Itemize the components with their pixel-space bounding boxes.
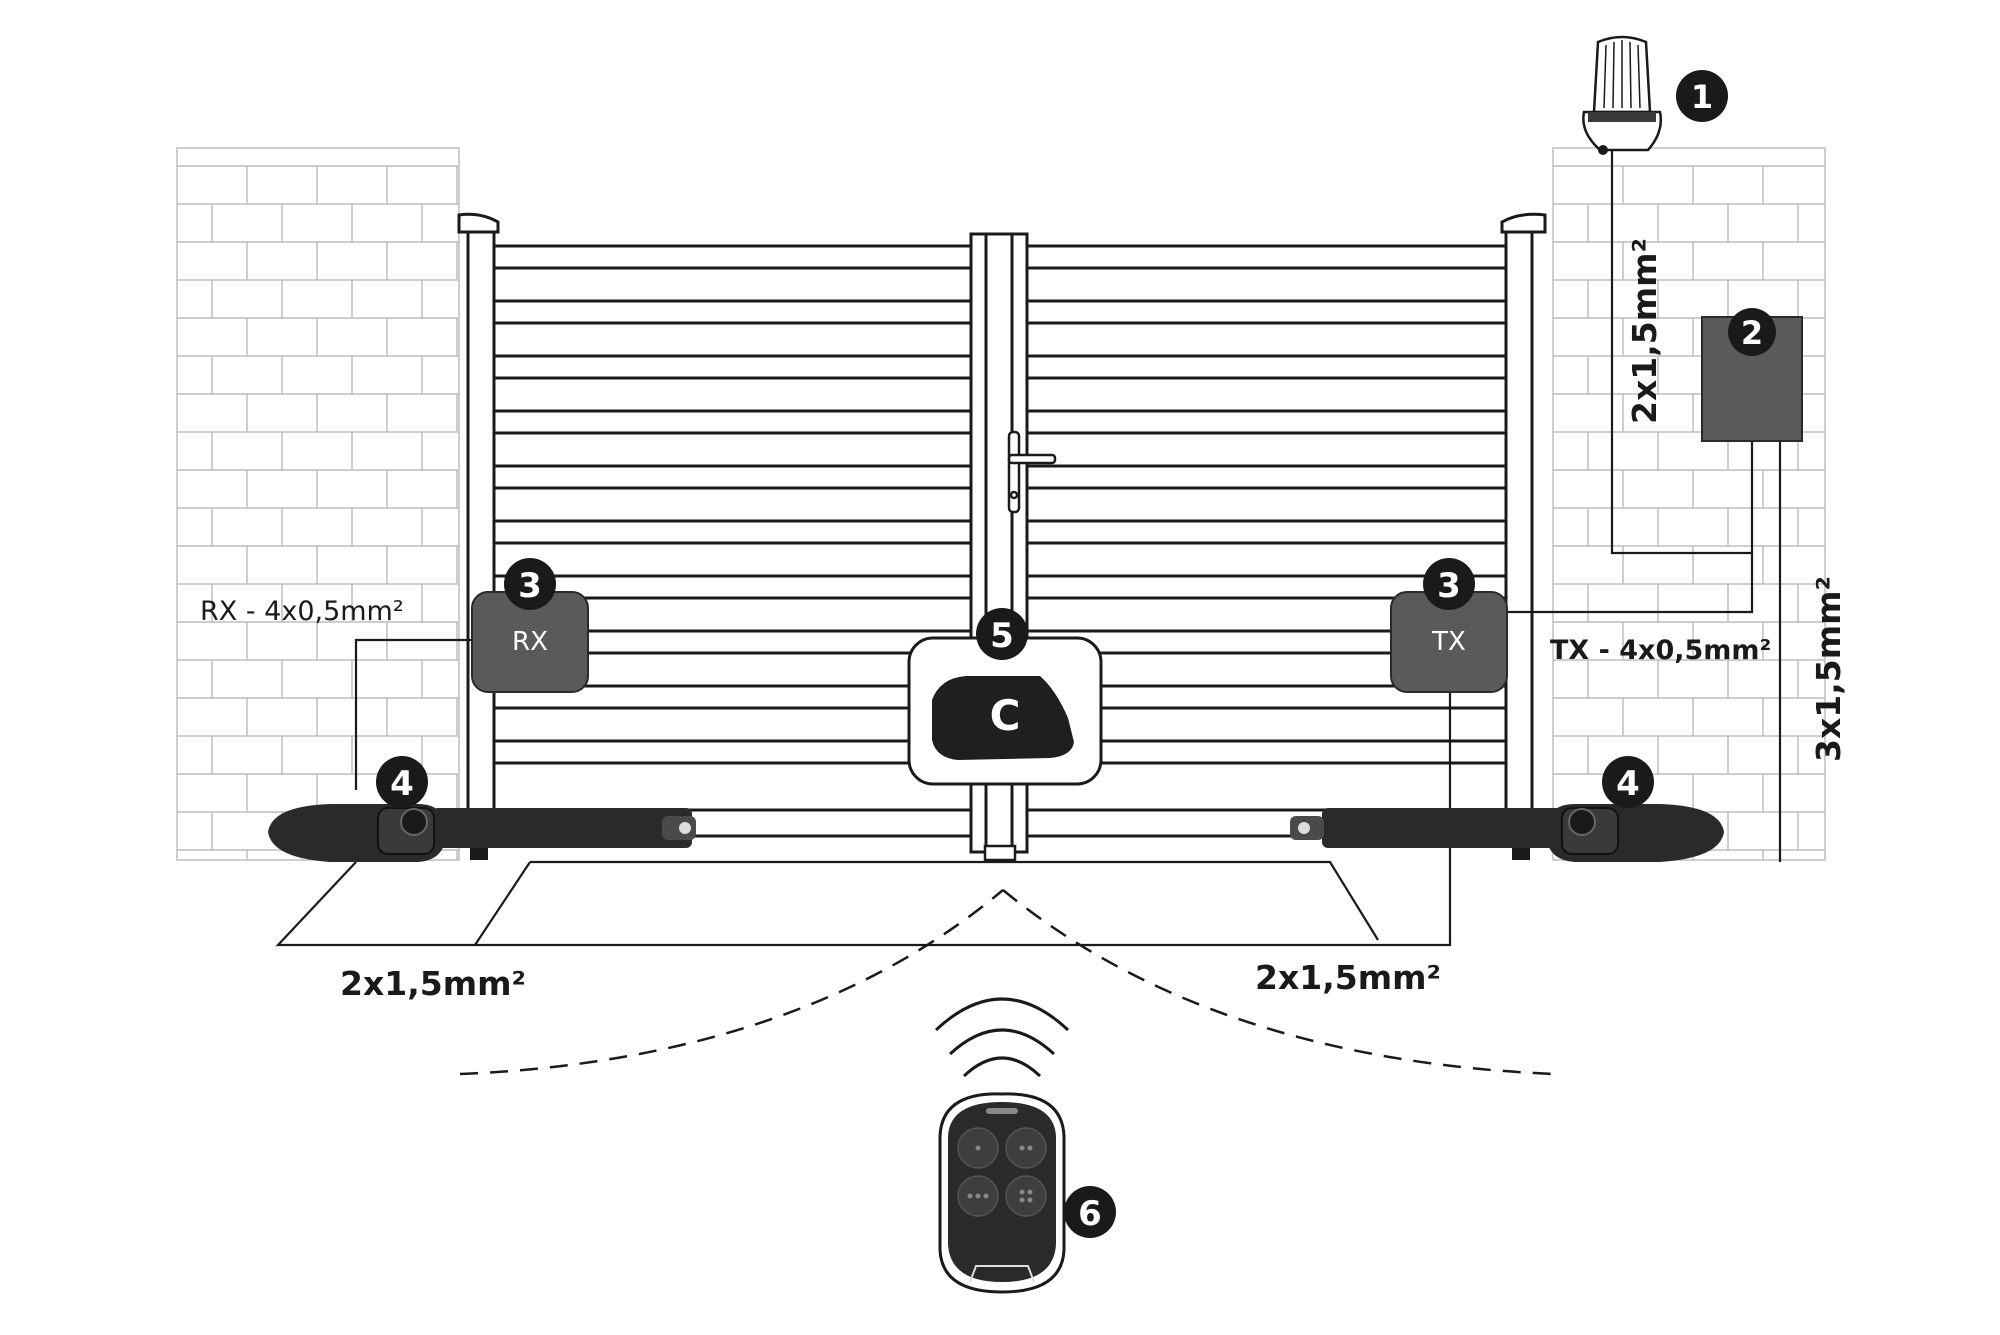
- left-gate-post: [466, 230, 496, 846]
- left-actuator: [268, 804, 696, 862]
- signal-waves-icon: [934, 997, 1070, 1078]
- remote-control: [934, 997, 1070, 1294]
- badge-3-right: 3: [1423, 558, 1475, 610]
- rx-wire: [354, 638, 472, 790]
- lamp-wire: [1610, 150, 1754, 555]
- rx-wire-label: RX - 4x0,5mm²: [200, 596, 404, 627]
- badge-6: 6: [1064, 1186, 1116, 1238]
- tx-wire-label: TX - 4x0,5mm²: [1550, 635, 1771, 666]
- svg-text:4: 4: [1616, 764, 1640, 804]
- push-button-label: C: [990, 691, 1021, 740]
- ground-outline: [530, 860, 1379, 941]
- left-brick-wall: [176, 147, 460, 861]
- photocell-tx-label: TX: [1431, 627, 1466, 657]
- motor-wire-left-label: 2x1,5mm²: [340, 964, 526, 1003]
- right-actuator: [1290, 804, 1724, 862]
- gate-stop: [983, 844, 1017, 862]
- badge-4-right: 4: [1602, 756, 1654, 808]
- gate-handle: [1007, 430, 1057, 514]
- push-button: [932, 676, 1074, 760]
- badges: 1 2 3 3 4 4 5 6: [376, 70, 1776, 1238]
- signal-range-arcs: [459, 889, 1556, 1076]
- left-post-cap: [457, 212, 500, 234]
- badge-5: 5: [976, 608, 1028, 660]
- svg-text:3: 3: [1437, 566, 1461, 606]
- svg-text:6: 6: [1078, 1194, 1102, 1234]
- badge-1: 1: [1676, 70, 1728, 122]
- svg-text:2: 2: [1741, 314, 1763, 352]
- badge-4-left: 4: [376, 756, 428, 808]
- badge-2: 2: [1728, 308, 1776, 356]
- svg-text:3: 3: [518, 566, 542, 606]
- lamp-wire-label: 2x1,5mm²: [1625, 238, 1664, 424]
- motor-wire-right-label: 2x1,5mm²: [1255, 958, 1441, 997]
- right-brick-wall: [1552, 147, 1826, 861]
- tx-wire: [1502, 553, 1754, 614]
- ground-outline-left: [474, 861, 531, 946]
- photocell-rx-label: RX: [512, 627, 548, 657]
- svg-text:5: 5: [990, 616, 1014, 656]
- warning-lamp: [1582, 35, 1662, 155]
- svg-text:4: 4: [390, 764, 414, 804]
- power-wire-label: 3x1,5mm²: [1809, 576, 1848, 762]
- badge-3-left: 3: [504, 558, 556, 610]
- svg-text:1: 1: [1691, 78, 1713, 116]
- right-post-cap: [1500, 212, 1547, 234]
- right-gate-post: [1504, 230, 1534, 846]
